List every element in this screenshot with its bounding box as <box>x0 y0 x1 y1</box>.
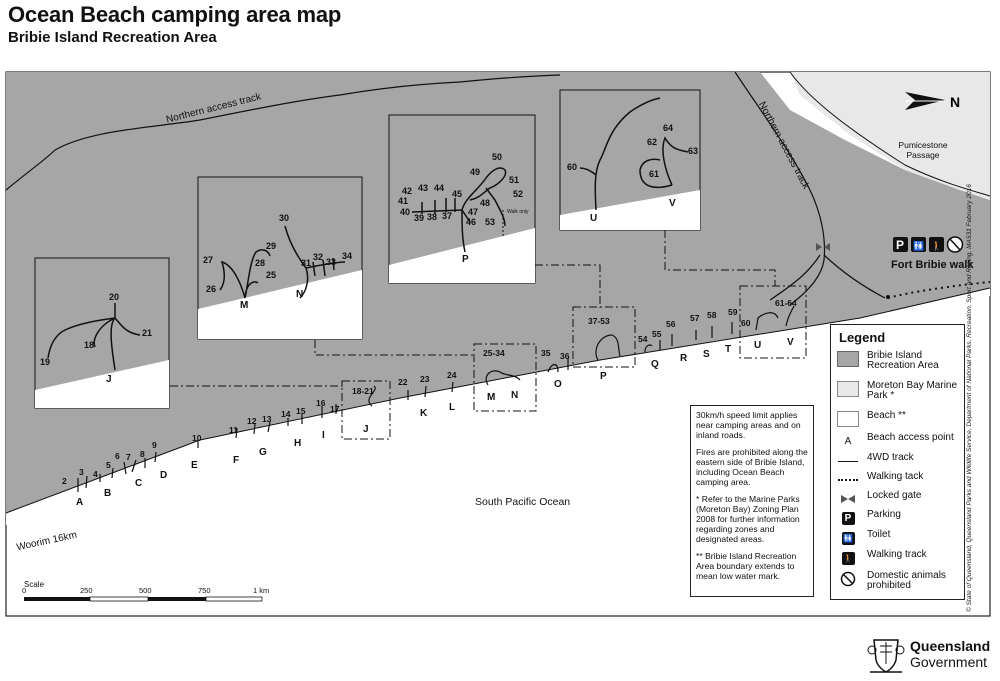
fort-bribie-icons: P 🚻 🚶 <box>893 236 964 253</box>
logo-line1: Queensland <box>910 638 991 654</box>
note-fires: Fires are prohibited along the eastern s… <box>696 447 808 487</box>
legend-label: Bribie Island Recreation Area <box>867 350 939 371</box>
pumicestone-shoreline <box>789 71 991 197</box>
copyright-credit: © State of Queensland, Queensland Parks … <box>966 184 973 612</box>
fort-bribie-walking-track <box>887 281 991 299</box>
crest-icon <box>867 639 905 673</box>
track-branch <box>823 254 886 299</box>
svg-text:🚻: 🚻 <box>913 240 924 252</box>
legend-item: Moreton Bay Marine Park * <box>837 381 961 401</box>
locked-gate-icon <box>816 243 830 251</box>
legend-item: Bribie Island Recreation Area <box>837 351 961 371</box>
notes-box: 30km/h speed limit applies near camping … <box>690 405 814 597</box>
beach-band <box>6 288 990 525</box>
hiker-icon: 🚶 <box>841 551 855 565</box>
legend-title: Legend <box>839 330 886 345</box>
marine-park-swatch <box>837 381 859 397</box>
recreation-area-swatch <box>837 351 859 367</box>
inset-uv <box>559 89 701 231</box>
inset-j <box>34 257 170 409</box>
legend-item: Beach ** <box>837 411 961 427</box>
scale-bar <box>24 596 263 602</box>
track-branch-2 <box>769 254 821 301</box>
note-marine: * Refer to the Marine Parks (Moreton Bay… <box>696 494 800 544</box>
legend-item: Walking tack <box>837 472 961 488</box>
logo-line2: Government <box>910 654 988 670</box>
no-dogs-icon <box>837 571 859 587</box>
legend-label: Beach ** <box>867 410 906 421</box>
legend-item: 🚻 Toilet <box>837 530 961 546</box>
locked-gate-icon <box>837 491 859 507</box>
legend-label: Beach access point <box>867 432 954 443</box>
north-arrow-icon <box>905 92 945 110</box>
shoreline <box>5 287 991 514</box>
legend-label: Locked gate <box>867 490 922 501</box>
svg-text:P: P <box>896 238 904 252</box>
legend-item: P Parking <box>837 510 961 526</box>
legend-label: Parking <box>867 509 901 520</box>
legend-label: Walking track <box>867 549 927 560</box>
legend-item: Domestic animals prohibited <box>837 571 961 591</box>
toilet-icon: 🚻 <box>841 531 855 545</box>
legend-label: 4WD track <box>867 452 914 463</box>
parking-icon: P <box>837 510 859 526</box>
northern-access-track-west <box>5 74 561 191</box>
note-boundary: ** Bribie Island Recreation Area boundar… <box>696 551 797 581</box>
beach-swatch <box>837 411 859 427</box>
legend-item: 4WD track <box>837 453 961 469</box>
legend-label: Moreton Bay Marine Park * <box>867 380 958 401</box>
walking-track-line-icon <box>837 472 859 488</box>
moreton-bay-marine-park <box>790 72 990 200</box>
area-boxes <box>341 285 807 440</box>
queensland-government-logo: Queensland Government <box>866 632 990 678</box>
legend-label: Walking tack <box>867 471 924 482</box>
north-label: N <box>950 94 960 110</box>
page-subtitle: Bribie Island Recreation Area <box>8 29 217 46</box>
legend-label: Toilet <box>867 529 891 540</box>
camp-tracks <box>77 305 795 492</box>
northern-access-track-east <box>734 71 826 306</box>
note-speed: 30km/h speed limit applies near camping … <box>696 410 801 440</box>
inset-mn <box>197 176 363 340</box>
page-title: Ocean Beach camping area map <box>8 2 342 27</box>
beach-access-symbol: A <box>844 435 852 447</box>
inset-p <box>388 114 536 284</box>
inset-connectors <box>170 230 776 387</box>
svg-text:🚶: 🚶 <box>931 240 942 252</box>
4wd-track-icon <box>837 453 859 469</box>
legend-label: Domestic animals prohibited <box>867 570 946 591</box>
legend-item: 🚶 Walking track <box>837 550 961 566</box>
legend-item: Locked gate <box>837 491 961 507</box>
legend-item: A Beach access point <box>837 433 961 449</box>
